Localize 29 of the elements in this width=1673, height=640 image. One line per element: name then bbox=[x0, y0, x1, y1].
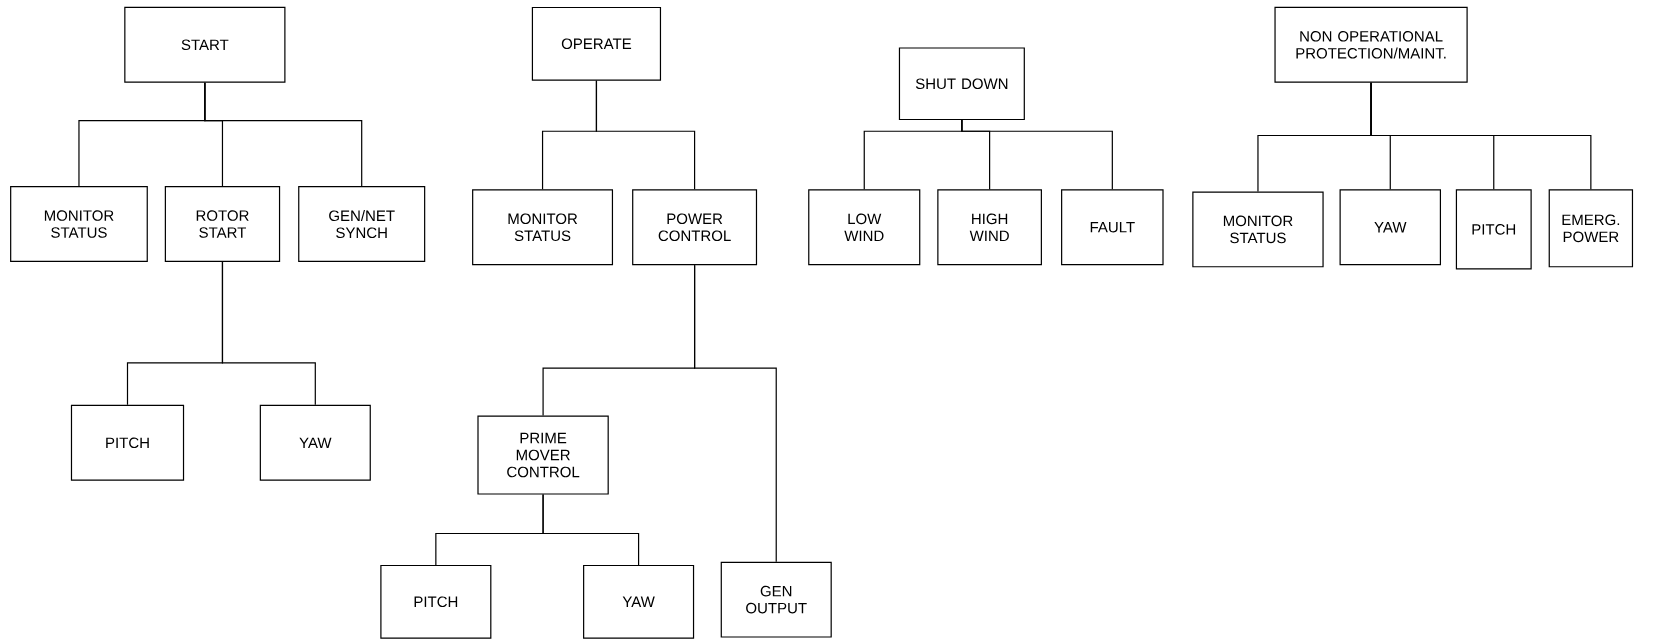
process-box: NON OPERATIONAL PROTECTION/MAINT. bbox=[1274, 6, 1468, 83]
connector-line bbox=[694, 264, 777, 563]
process-box: GEN OUTPUT bbox=[720, 561, 832, 638]
process-box: GEN/NET SYNCH bbox=[298, 186, 426, 262]
process-box: HIGH WIND bbox=[937, 189, 1042, 266]
process-box: SHUT DOWN bbox=[898, 47, 1025, 121]
process-box: LOW WIND bbox=[808, 189, 921, 266]
process-box: YAW bbox=[583, 564, 695, 639]
process-box: PITCH bbox=[1455, 189, 1532, 270]
connector-line bbox=[542, 494, 640, 566]
process-box: EMERG. POWER bbox=[1548, 189, 1634, 268]
connector-line bbox=[595, 80, 696, 190]
process-box: MONITOR STATUS bbox=[1192, 191, 1324, 268]
process-box: MONITOR STATUS bbox=[10, 186, 148, 262]
process-box: YAW bbox=[259, 404, 371, 481]
process-box: START bbox=[124, 6, 286, 83]
connector-line bbox=[221, 261, 316, 406]
process-box: PITCH bbox=[70, 404, 185, 481]
process-box: PITCH bbox=[380, 564, 492, 639]
process-box: YAW bbox=[1339, 189, 1441, 266]
process-box: OPERATE bbox=[531, 6, 662, 81]
process-box: POWER CONTROL bbox=[632, 189, 758, 266]
process-box: ROTOR START bbox=[164, 186, 281, 262]
connector-line bbox=[961, 119, 1113, 190]
connector-line bbox=[1370, 82, 1592, 190]
connector-line bbox=[204, 82, 363, 187]
process-box: PRIME MOVER CONTROL bbox=[477, 415, 609, 495]
process-box: MONITOR STATUS bbox=[472, 189, 614, 266]
process-box: FAULT bbox=[1061, 189, 1164, 266]
